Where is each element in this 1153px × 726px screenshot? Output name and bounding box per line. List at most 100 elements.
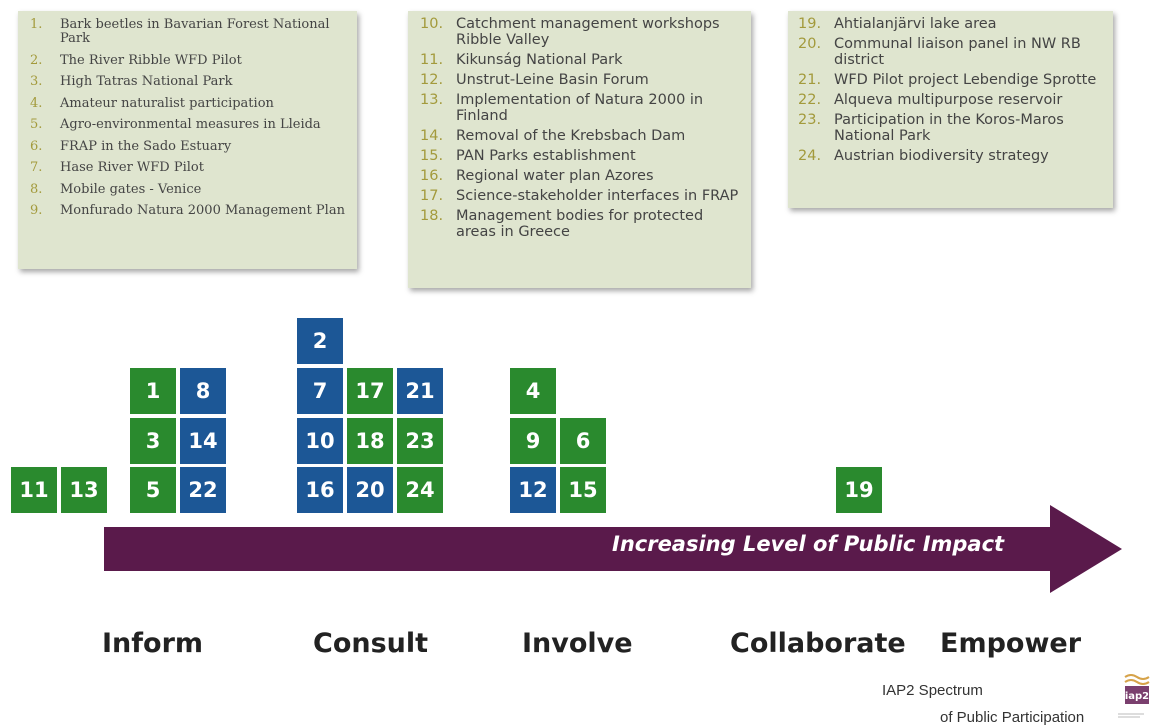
list-item-text: Catchment management workshops Ribble Va… bbox=[456, 16, 720, 48]
case-list: 10. Catchment management workshops Ribble… bbox=[420, 16, 741, 240]
case-list-panel-3: 19.Ahtialanjärvi lake area 20. Communal li… bbox=[788, 11, 1113, 208]
list-item-text: Removal of the Krebsbach Dam bbox=[456, 128, 686, 144]
list-item-text: High Tatras National Park bbox=[60, 74, 233, 89]
case-tile: 11 bbox=[11, 467, 57, 513]
list-item-text: WFD Pilot project Lebendige Sprotte bbox=[834, 72, 1097, 88]
arrow-label: Increasing Level of Public Impact bbox=[612, 532, 1005, 556]
list-item-number: 9. bbox=[30, 203, 43, 218]
list-item-text: Participation in the Koros-Maros Nationa… bbox=[834, 112, 1064, 144]
list-item-number: 11. bbox=[420, 52, 444, 68]
list-item: 18. Management bodies for protected areas… bbox=[420, 208, 741, 240]
list-item: 20. Communal liaison panel in NW RB distr… bbox=[798, 36, 1103, 68]
case-list: 19.Ahtialanjärvi lake area 20. Communal li… bbox=[798, 16, 1103, 164]
list-item: 4. Amateur naturalist participation bbox=[30, 95, 349, 111]
list-item: 6. FRAP in the Sado Estuary bbox=[30, 138, 349, 154]
case-tile: 24 bbox=[397, 467, 443, 513]
list-item-text: PAN Parks establishment bbox=[456, 148, 636, 164]
list-item-text: Amateur naturalist participation bbox=[60, 95, 274, 111]
case-tile: 10 bbox=[297, 418, 343, 464]
case-tile: 23 bbox=[397, 418, 443, 464]
list-item-text: Alqueva multipurpose reservoir bbox=[834, 92, 1063, 108]
list-item-text: Unstrut-Leine Basin Forum bbox=[456, 72, 649, 88]
list-item: 17.Science-stakeholder interfaces in FRA… bbox=[420, 188, 741, 204]
case-tile: 6 bbox=[560, 418, 606, 464]
caption-line-1: IAP2 Spectrum bbox=[882, 682, 983, 699]
case-tile: 1 bbox=[130, 368, 176, 414]
list-item-number: 4. bbox=[30, 95, 43, 111]
list-item: 7. Hase River WFD Pilot bbox=[30, 161, 349, 175]
impact-arrow-shape bbox=[104, 505, 1122, 593]
level-empower: Empower bbox=[940, 628, 1082, 659]
level-involve: Involve bbox=[522, 628, 633, 659]
case-tile: 3 bbox=[130, 418, 176, 464]
list-item-number: 12. bbox=[420, 72, 444, 88]
case-tile: 16 bbox=[297, 467, 343, 513]
list-item-text: The River Ribble WFD Pilot bbox=[60, 52, 242, 68]
list-item: 9. Monfurado Natura 2000 Management Plan bbox=[30, 204, 349, 218]
list-item-number: 22. bbox=[798, 92, 822, 108]
case-list-panel-2: 10. Catchment management workshops Ribble… bbox=[408, 11, 751, 288]
case-tile: 4 bbox=[510, 368, 556, 414]
list-item-text: Bark beetles in Bavarian Forest National… bbox=[60, 17, 330, 46]
list-item-text: Agro-environmental measures in Lleida bbox=[60, 117, 321, 132]
list-item-text: Hase River WFD Pilot bbox=[60, 160, 204, 175]
list-item: 8. Mobile gates - Venice bbox=[30, 181, 349, 197]
list-item-number: 6. bbox=[30, 138, 43, 154]
level-collaborate: Collaborate bbox=[730, 628, 906, 659]
list-item-text: Implementation of Natura 2000 in Finland bbox=[456, 92, 704, 124]
list-item-number: 20. bbox=[798, 36, 822, 52]
list-item-text: Mobile gates - Venice bbox=[60, 181, 202, 197]
caption-line-2: of Public Participation bbox=[940, 709, 1085, 726]
list-item: 2. The River Ribble WFD Pilot bbox=[30, 52, 349, 68]
case-tile: 22 bbox=[180, 467, 226, 513]
list-item-number: 19. bbox=[798, 16, 822, 32]
case-tile: 18 bbox=[347, 418, 393, 464]
list-item: 19.Ahtialanjärvi lake area bbox=[798, 16, 1103, 32]
case-tile: 15 bbox=[560, 467, 606, 513]
list-item-number: 24. bbox=[798, 148, 822, 164]
list-item-number: 15. bbox=[420, 148, 444, 164]
list-item: 23. Participation in the Koros-Maros Nati… bbox=[798, 112, 1103, 144]
list-item: 5. Agro-environmental measures in Lleida bbox=[30, 118, 349, 132]
list-item-number: 13. bbox=[420, 92, 444, 108]
list-item: 24. Austrian biodiversity strategy bbox=[798, 148, 1103, 164]
case-list-panel-1: 1. Bark beetles in Bavarian Forest Nation… bbox=[18, 11, 357, 269]
list-item-number: 1. bbox=[30, 17, 43, 32]
list-item: 11.Kikunság National Park bbox=[420, 52, 741, 68]
list-item-number: 7. bbox=[30, 160, 43, 175]
list-item-text: Management bodies for protected areas in… bbox=[456, 208, 704, 240]
list-item-number: 8. bbox=[30, 181, 43, 197]
case-tile: 19 bbox=[836, 467, 882, 513]
list-item: 15. PAN Parks establishment bbox=[420, 148, 741, 164]
list-item-text: Regional water plan Azores bbox=[456, 168, 654, 184]
list-item-number: 10. bbox=[420, 16, 444, 32]
list-item-number: 23. bbox=[798, 112, 822, 128]
list-item-number: 16. bbox=[420, 168, 444, 184]
case-tile: 7 bbox=[297, 368, 343, 414]
case-tile: 5 bbox=[130, 467, 176, 513]
list-item: 13. Implementation of Natura 2000 in Finl… bbox=[420, 92, 741, 124]
list-item: 14. Removal of the Krebsbach Dam bbox=[420, 128, 741, 144]
case-tile: 2 bbox=[297, 318, 343, 364]
list-item: 21. WFD Pilot project Lebendige Sprotte bbox=[798, 72, 1103, 88]
case-tile: 21 bbox=[397, 368, 443, 414]
list-item-text: FRAP in the Sado Estuary bbox=[60, 138, 232, 154]
case-tile: 13 bbox=[61, 467, 107, 513]
list-item-number: 3. bbox=[30, 74, 43, 89]
list-item: 3. High Tatras National Park bbox=[30, 75, 349, 89]
list-item-number: 14. bbox=[420, 128, 444, 144]
list-item-text: Austrian biodiversity strategy bbox=[834, 148, 1049, 164]
case-tile: 17 bbox=[347, 368, 393, 414]
list-item: 10. Catchment management workshops Ribble… bbox=[420, 16, 741, 48]
level-consult: Consult bbox=[313, 628, 429, 659]
list-item-number: 5. bbox=[30, 117, 43, 132]
iap2-logo-text: iap2 bbox=[1125, 691, 1149, 702]
list-item: 22. Alqueva multipurpose reservoir bbox=[798, 92, 1103, 108]
list-item-number: 18. bbox=[420, 208, 444, 224]
list-item-text: Monfurado Natura 2000 Management Plan bbox=[60, 203, 345, 218]
list-item-number: 21. bbox=[798, 72, 822, 88]
list-item-number: 2. bbox=[30, 52, 43, 68]
case-tile: 12 bbox=[510, 467, 556, 513]
list-item-text: Communal liaison panel in NW RB district bbox=[834, 36, 1081, 68]
iap2-logo: iap2 bbox=[1123, 671, 1151, 706]
